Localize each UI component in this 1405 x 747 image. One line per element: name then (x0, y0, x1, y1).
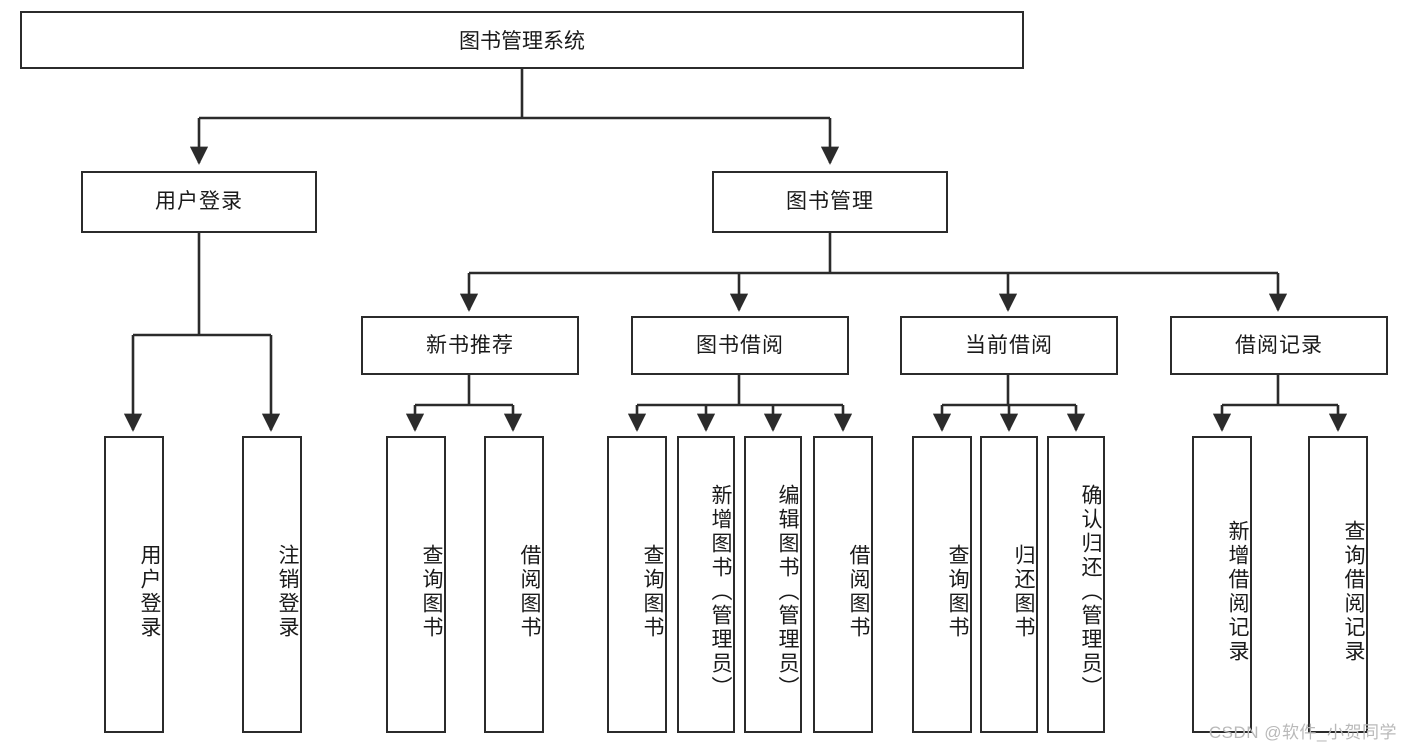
node-root-book-management-system[interactable]: 图书管理系统 (20, 11, 1024, 69)
node-label: 编辑图书（管理员） (776, 483, 799, 700)
node-borrow-record[interactable]: 借阅记录 (1170, 316, 1388, 375)
node-label: 新增图书（管理员） (709, 483, 732, 700)
node-label: 图书管理 (786, 190, 874, 214)
leaf-query-book-recommend[interactable]: 查询图书 (386, 436, 446, 733)
node-label: 查询图书 (946, 543, 969, 640)
node-current-borrow[interactable]: 当前借阅 (900, 316, 1118, 375)
node-label: 借阅图书 (847, 543, 870, 640)
leaf-borrow-book-recommend[interactable]: 借阅图书 (484, 436, 544, 733)
leaf-add-book-admin[interactable]: 新增图书（管理员） (677, 436, 735, 733)
leaf-edit-book-admin[interactable]: 编辑图书（管理员） (744, 436, 802, 733)
node-label: 用户登录 (155, 190, 243, 214)
node-user-login[interactable]: 用户登录 (81, 171, 317, 233)
leaf-return-book[interactable]: 归还图书 (980, 436, 1038, 733)
node-label: 借阅图书 (518, 543, 541, 640)
leaf-query-borrow-record[interactable]: 查询借阅记录 (1308, 436, 1368, 733)
node-label: 查询图书 (420, 543, 443, 640)
node-label: 新增借阅记录 (1226, 519, 1249, 664)
node-label: 图书借阅 (696, 333, 784, 357)
node-label: 新书推荐 (426, 333, 514, 357)
node-label: 确认归还（管理员） (1079, 483, 1102, 700)
node-label: 查询图书 (641, 543, 664, 640)
node-label: 注销登录 (276, 543, 299, 640)
leaf-user-login[interactable]: 用户登录 (104, 436, 164, 733)
node-label: 当前借阅 (965, 333, 1053, 357)
node-label: 图书管理系统 (459, 30, 585, 53)
node-book-management[interactable]: 图书管理 (712, 171, 948, 233)
node-label: 查询借阅记录 (1342, 519, 1365, 664)
node-book-borrow[interactable]: 图书借阅 (631, 316, 849, 375)
leaf-user-logout[interactable]: 注销登录 (242, 436, 302, 733)
leaf-query-book-borrow[interactable]: 查询图书 (607, 436, 667, 733)
leaf-add-borrow-record[interactable]: 新增借阅记录 (1192, 436, 1252, 733)
leaf-query-book-current[interactable]: 查询图书 (912, 436, 972, 733)
node-new-book-recommend[interactable]: 新书推荐 (361, 316, 579, 375)
leaf-confirm-return-admin[interactable]: 确认归还（管理员） (1047, 436, 1105, 733)
node-label: 归还图书 (1012, 543, 1035, 640)
leaf-borrow-book[interactable]: 借阅图书 (813, 436, 873, 733)
node-label: 用户登录 (138, 543, 161, 640)
watermark: CSDN @软件_小贺同学 (1208, 723, 1397, 742)
node-label: 借阅记录 (1235, 333, 1323, 357)
